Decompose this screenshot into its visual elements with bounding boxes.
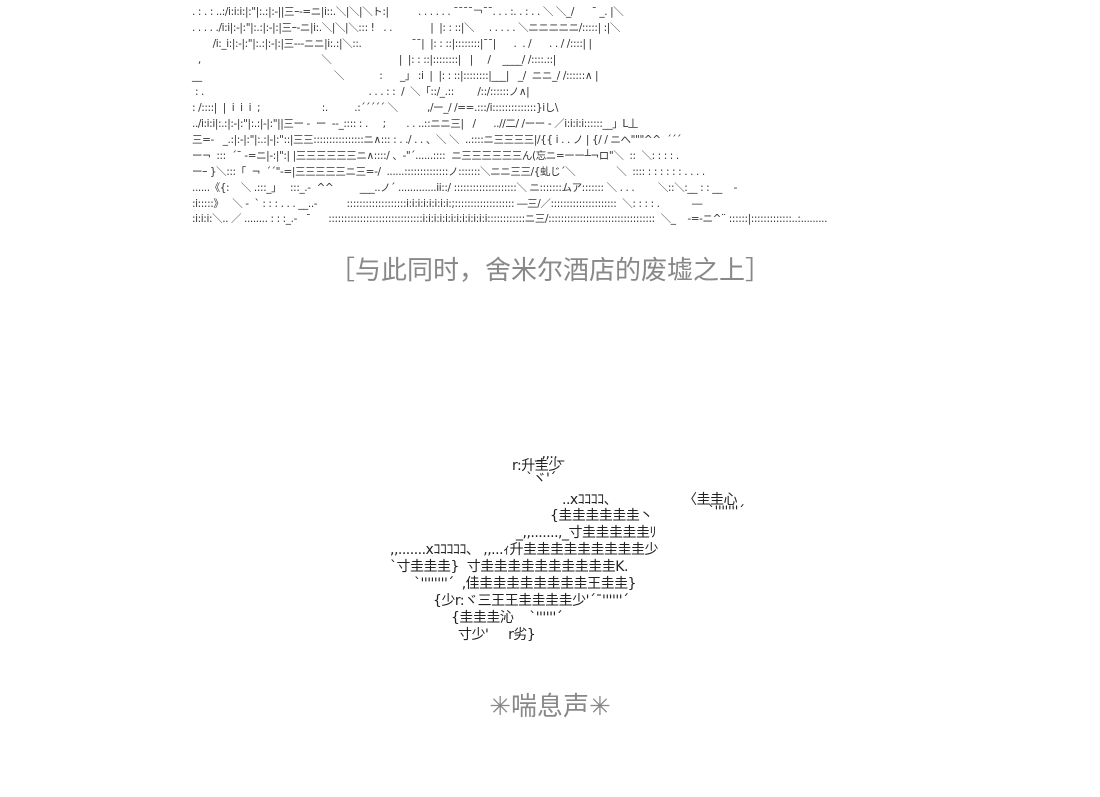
art-line: {少r:ヾ三王王圭圭圭圭少'´¯''''''´ — [433, 593, 629, 609]
art-line: 寸少' r劣} — [458, 627, 536, 643]
art-line: ../i:i:i|:.:|:-|:"|:.:|-|:"||三ー - ー --_:… — [192, 118, 638, 130]
art-line: `ヾ'´ — [526, 471, 556, 487]
art-line: /i:_i:|:-|:"|:.:|:-|:|三---ニニ|i:.:|＼::. ¯… — [192, 38, 593, 50]
art-line: ......《{: ＼ .:::_」 :::_.- ^^ ___..ノ´ ...… — [192, 182, 738, 194]
art-line: `''''''''´ ,佳圭圭圭圭圭圭圭圭王圭圭} — [414, 576, 637, 592]
art-line: _,,.......,_寸圭圭圭圭圭ﾘ — [516, 525, 657, 541]
art-line: : . . . . : : / ＼「::/_.:: /::/::::::ノ∧| — [192, 86, 530, 98]
art-line: {圭圭圭圭圭圭丶 — [550, 508, 653, 524]
art-line: ..xｺｺｺｺ、 — [562, 492, 618, 508]
art-line: __ ＼ : _」 :i | |: : ::|::::::::|___| _/ … — [192, 70, 599, 82]
art-line: {圭圭圭沁 `''''''´ — [451, 610, 563, 626]
art-line: ー¬ ::: ´¯ -=ニ|-:|":| |三三三三三三ニ∧::::/ 、-"´… — [192, 150, 679, 162]
sound-effect-caption: ✳喘息声✳ — [489, 692, 611, 722]
art-line: `寸圭圭圭} 寸圭圭圭圭圭圭圭圭圭圭K. — [390, 559, 628, 575]
art-line: `'''''''´ — [708, 504, 745, 520]
art-line: :i:::::》 ＼ - ` : : : . . . __..- :::::::… — [192, 198, 703, 210]
art-line: 〈圭圭心 — [683, 492, 738, 508]
scene-caption: ［与此同时，舍米尔酒店的废墟之上］ — [328, 256, 771, 286]
art-line: ,,.......xｺｺｺｺｺ、 ,,...ｨ升圭圭圭圭圭圭圭圭圭少 — [390, 542, 659, 558]
art-line: ーｰ }＼:::「 ¬ ´´"-=|三三三三三ニ三=-/ ......:::::… — [192, 166, 705, 178]
art-line: . . . . ./i:i|:-|:"|:.:|:-|:|三ｰ-ニ|i:.＼|＼… — [192, 22, 621, 34]
art-line: , ＼ | |: : ::|::::::::| | / ____/ /::::.… — [192, 54, 556, 66]
art-line: :i:i:i:＼.. ／ ........ : : :_.- ¯ :::::::… — [192, 213, 828, 225]
art-line: : /::::| | i i i ; :. .:´´´´´ ＼ ,/ー_/ /=… — [192, 102, 559, 114]
art-line: r:升圭少 — [512, 458, 562, 474]
art-line: _,,.._ — [535, 446, 564, 462]
art-line: 三=- _.:|:-|:"|:.:|-|:"::|三三:::::::::::::… — [192, 134, 682, 146]
art-line: . : . : ..:/i:i:i:|:"|:.:|:-||三ｰ-=ニ|i::.… — [192, 6, 624, 18]
